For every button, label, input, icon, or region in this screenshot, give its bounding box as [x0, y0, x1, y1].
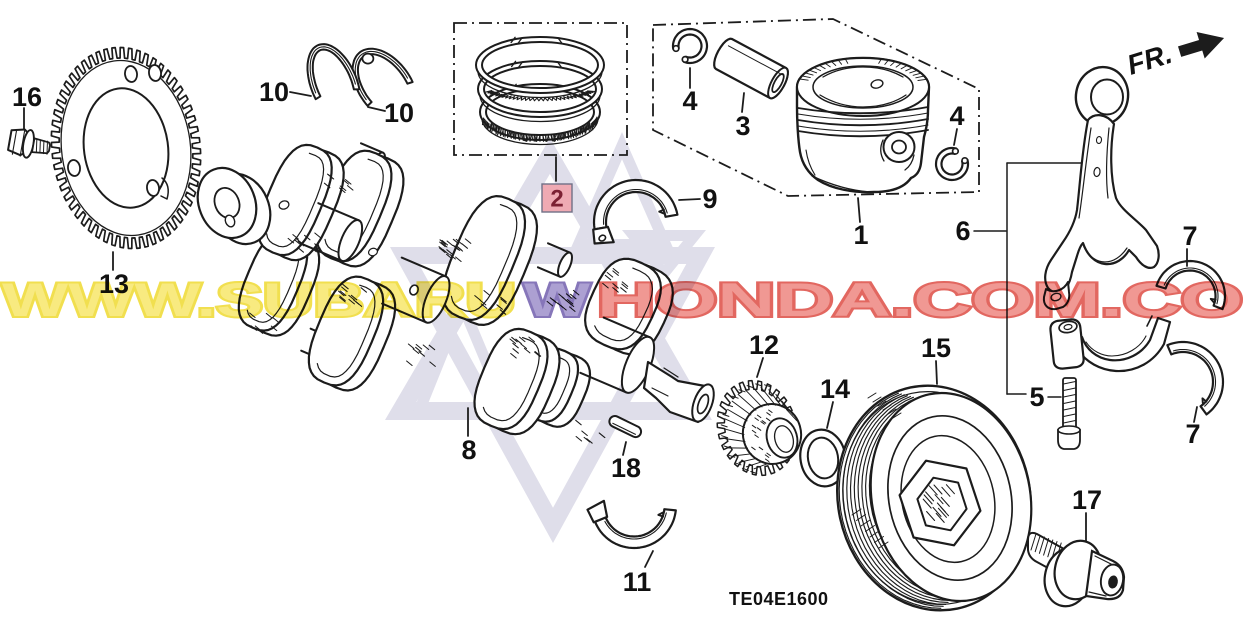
svg-text:11: 11 [623, 567, 652, 597]
svg-text:TE04E1600: TE04E1600 [729, 589, 829, 609]
svg-text:12: 12 [749, 330, 779, 360]
svg-text:3: 3 [735, 111, 750, 141]
svg-text:10: 10 [384, 98, 414, 128]
svg-text:7: 7 [1185, 419, 1200, 449]
svg-text:2: 2 [550, 186, 563, 213]
svg-text:17: 17 [1072, 485, 1102, 515]
svg-text:WWW.SUBARU: WWW.SUBARU [2, 273, 516, 326]
svg-text:6: 6 [955, 216, 970, 246]
svg-text:7: 7 [1182, 221, 1197, 251]
svg-text:18: 18 [611, 453, 641, 483]
svg-text:1: 1 [853, 220, 868, 250]
svg-text:W: W [524, 273, 591, 326]
svg-text:4: 4 [682, 86, 697, 116]
svg-text:16: 16 [12, 82, 42, 112]
svg-text:14: 14 [820, 374, 850, 404]
svg-text:HONDA.COM.CO: HONDA.COM.CO [597, 273, 1243, 326]
svg-text:13: 13 [99, 269, 129, 299]
svg-text:5: 5 [1029, 382, 1044, 412]
svg-text:8: 8 [461, 435, 476, 465]
svg-text:10: 10 [259, 77, 289, 107]
svg-text:9: 9 [702, 184, 717, 214]
svg-text:15: 15 [921, 333, 951, 363]
svg-text:4: 4 [949, 101, 964, 131]
